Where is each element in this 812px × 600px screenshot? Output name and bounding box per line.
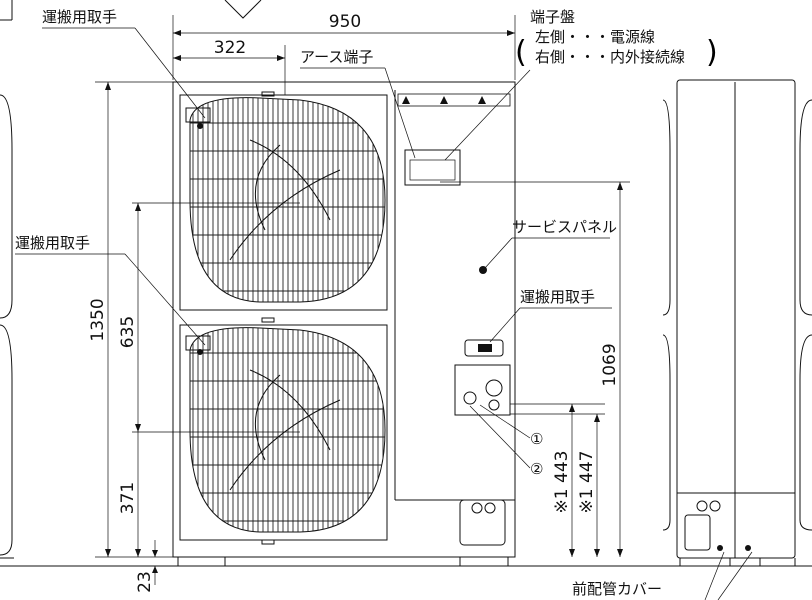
label-right-side: 右側・・・内外接続線 (535, 48, 685, 66)
front-view (172, 81, 516, 567)
dim-base-text: 23 (135, 571, 155, 593)
handle-upper (185, 107, 211, 123)
handle-dot-upper (197, 123, 203, 129)
upper-fan-grille (189, 97, 386, 303)
valve-assembly (454, 364, 511, 416)
paren-open: ( (515, 35, 527, 70)
dim-right-height: 1069 (440, 181, 630, 557)
side-handle (464, 339, 504, 357)
label-left-side: 左側・・・電源線 (535, 28, 655, 46)
label-terminal-block: 端子盤 (530, 8, 575, 26)
paren-close: ) (706, 35, 718, 70)
dim-right-height-text: 1069 (600, 343, 620, 386)
label-handle-top: 運搬用取手 (42, 8, 117, 26)
handle-dot-lower (197, 349, 203, 355)
dim-mid-text: 635 (118, 316, 138, 348)
dim-lower-text: 371 (118, 482, 138, 514)
dim-base: 23 (135, 540, 173, 593)
dim-pipe: ※1 443 ※1 447 (510, 403, 605, 557)
dim-offset-text: 322 (214, 38, 246, 58)
label-earth-terminal: アース端子 (300, 48, 373, 66)
left-edge-fragment (0, 0, 14, 559)
side-handle-grip (478, 344, 492, 352)
marker-2: ② (530, 460, 543, 478)
warning-labels (397, 93, 511, 107)
dim-pipe-2-text: ※1 447 (577, 451, 597, 514)
label-front-pipe-cover: 前配管カバー (572, 580, 662, 598)
drain-cover (459, 499, 506, 546)
base-feet (177, 557, 509, 567)
dim-height: 1350 (88, 81, 173, 558)
warning-triangles (402, 96, 486, 104)
label-handle-left: 運搬用取手 (15, 234, 90, 252)
valve-1 (463, 391, 477, 405)
label-handle-right: 運搬用取手 (520, 288, 595, 306)
marker-1: ① (530, 430, 543, 448)
terminal-block (404, 149, 461, 186)
dim-width-text: 950 (329, 12, 361, 32)
side-view (662, 79, 812, 567)
drain-hole-1 (471, 502, 483, 514)
dim-width: 950 (172, 12, 516, 80)
valve-2 (485, 379, 503, 397)
dim-height-text: 1350 (88, 298, 108, 341)
valve-3 (488, 399, 500, 411)
terminal-strip (409, 159, 456, 181)
label-service-panel: サービスパネル (512, 218, 617, 236)
dim-mid: 635 (118, 202, 300, 433)
dim-lower: 371 (118, 432, 141, 557)
dim-pipe-1-text: ※1 443 (552, 451, 572, 514)
drain-hole-2 (484, 502, 496, 514)
dim-offset: 322 (173, 38, 286, 95)
view-arrow (224, 0, 262, 19)
lower-fan-grille (189, 327, 386, 533)
